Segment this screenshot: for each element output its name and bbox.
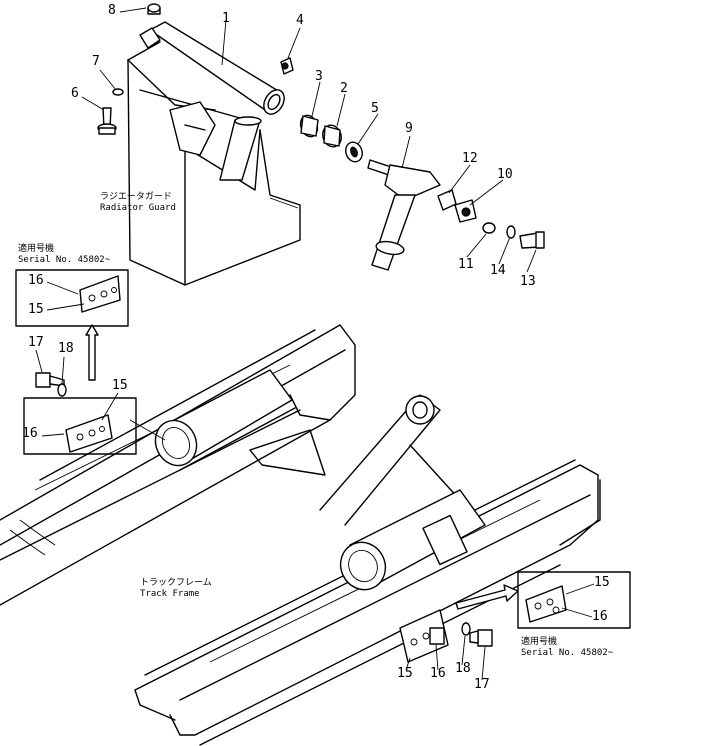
callout-13: 13 (520, 274, 536, 289)
equalizer-bar (319, 394, 461, 526)
radiator-guard-caption-jp: ラジエータガード (100, 192, 172, 202)
callout-16-left-bottom: 16 (22, 426, 38, 441)
left-plate-box (23, 397, 166, 455)
part-7-clip (112, 88, 124, 96)
callout-5: 5 (371, 101, 379, 116)
track-frame-caption-en: Track Frame (140, 589, 200, 599)
serial-box-right (517, 571, 631, 629)
callout-1: 1 (222, 11, 230, 26)
track-frame-caption-jp: トラックフレーム (140, 578, 212, 588)
callout-6: 6 (71, 86, 79, 101)
part-2-bushing (322, 124, 342, 148)
callout-12: 12 (462, 151, 478, 166)
part-8-cap (147, 3, 161, 15)
right-washer-18 (461, 622, 471, 636)
callout-11: 11 (458, 257, 474, 272)
callout-15-left-bottom: 15 (112, 378, 128, 393)
callout-10: 10 (497, 167, 513, 182)
part-13-bolt (519, 231, 545, 249)
right-cylinder (339, 489, 486, 591)
callout-16-right-bottom: 16 (430, 666, 446, 681)
part-11-nut (482, 222, 496, 234)
right-bolt-17 (469, 629, 493, 647)
part-12-sleeve (437, 189, 457, 211)
arrow-up-left (85, 324, 99, 381)
callout-14: 14 (490, 263, 506, 278)
part-3-bushing (299, 114, 319, 138)
serial-left-en: Serial No. 45802~ (18, 255, 111, 265)
part-6-bolt (97, 107, 117, 135)
callout-18-right: 18 (455, 661, 471, 676)
serial-right-en: Serial No. 45802~ (521, 648, 614, 658)
part-4-plug (280, 57, 294, 75)
callout-3: 3 (315, 69, 323, 84)
part-1-tube (139, 21, 285, 181)
part-5-bearing (345, 141, 363, 163)
callout-15-left-top: 15 (28, 302, 44, 317)
callout-17-right: 17 (474, 677, 490, 692)
radiator-guard (127, 41, 301, 286)
callout-8: 8 (108, 3, 116, 18)
left-cylinder (154, 369, 296, 471)
serial-left-jp: 適用号機 (18, 244, 55, 254)
callout-17-left: 17 (28, 335, 44, 350)
arrow-right (455, 584, 519, 610)
callout-9: 9 (405, 121, 413, 136)
callout-15-right-bottom: 15 (397, 666, 413, 681)
part-10-bracket (454, 199, 477, 223)
callout-16-left-top: 16 (28, 273, 44, 288)
left-washer-18 (57, 383, 67, 397)
callout-7: 7 (92, 54, 100, 69)
callout-4: 4 (296, 13, 304, 28)
callout-15-right-top: 15 (594, 575, 610, 590)
leader-lines (35, 7, 595, 681)
callout-18-left: 18 (58, 341, 74, 356)
serial-right-jp: 適用号機 (521, 637, 558, 647)
callout-2: 2 (340, 81, 348, 96)
callout-16-right-top: 16 (592, 609, 608, 624)
right-plate (399, 609, 449, 663)
radiator-guard-caption-en: Radiator Guard (100, 203, 176, 213)
part-9-arm (367, 159, 441, 271)
part-14-washer (506, 225, 516, 239)
